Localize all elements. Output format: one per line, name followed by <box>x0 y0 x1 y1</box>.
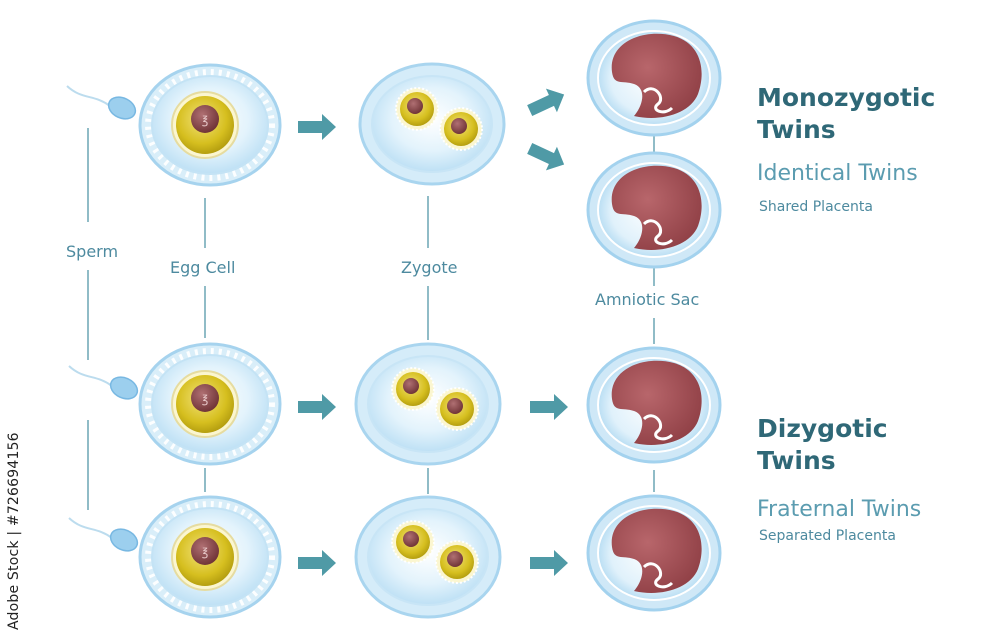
egg-cell-row2 <box>140 344 280 464</box>
amniotic-sac-1 <box>586 19 722 137</box>
monozygotic-title-line2: Twins <box>757 115 836 144</box>
amniotic-sac-2 <box>586 151 722 269</box>
sperm-row2 <box>68 365 142 404</box>
fraternal-twins-label: Fraternal Twins <box>757 497 922 522</box>
arrow-egg-to-zygote-row1 <box>298 114 336 140</box>
zygote-row3 <box>354 495 502 619</box>
sperm-label: Sperm <box>66 242 119 261</box>
amniotic-sac-4 <box>586 494 722 612</box>
arrow-zygote-to-sac-row2 <box>530 394 568 420</box>
dizygotic-heading: Dizygotic Twins <box>757 413 888 477</box>
connector-lines <box>87 128 655 510</box>
egg-cell-label: Egg Cell <box>170 258 236 277</box>
stock-watermark: Adobe Stock | #726694156 <box>6 432 22 630</box>
arrow-egg-to-zygote-row2 <box>298 394 336 420</box>
arrow-zygote-to-sac-row3 <box>530 550 568 576</box>
separated-placenta-label: Separated Placenta <box>759 528 896 544</box>
amniotic-sac-3 <box>586 346 722 464</box>
arrow-zygote-to-sac-lower <box>524 136 570 177</box>
identical-twins-label: Identical Twins <box>757 161 918 186</box>
amniotic-sac-label: Amniotic Sac <box>595 290 700 309</box>
egg-cell-row1 <box>140 65 280 185</box>
monozygotic-heading: Monozygotic Twins <box>757 82 935 146</box>
sperm-row3 <box>68 517 142 556</box>
dizygotic-title-line1: Dizygotic <box>757 414 888 443</box>
arrow-zygote-to-sac-upper <box>524 82 570 123</box>
zygote-row2 <box>354 342 502 466</box>
dizygotic-title-line2: Twins <box>757 446 836 475</box>
egg-cell-row3 <box>140 497 280 617</box>
arrow-egg-to-zygote-row3 <box>298 550 336 576</box>
zygote-label: Zygote <box>401 258 458 277</box>
zygote-row1 <box>358 62 506 186</box>
sperm-row1 <box>66 85 140 124</box>
monozygotic-title-line1: Monozygotic <box>757 83 936 112</box>
shared-placenta-label: Shared Placenta <box>759 199 873 215</box>
